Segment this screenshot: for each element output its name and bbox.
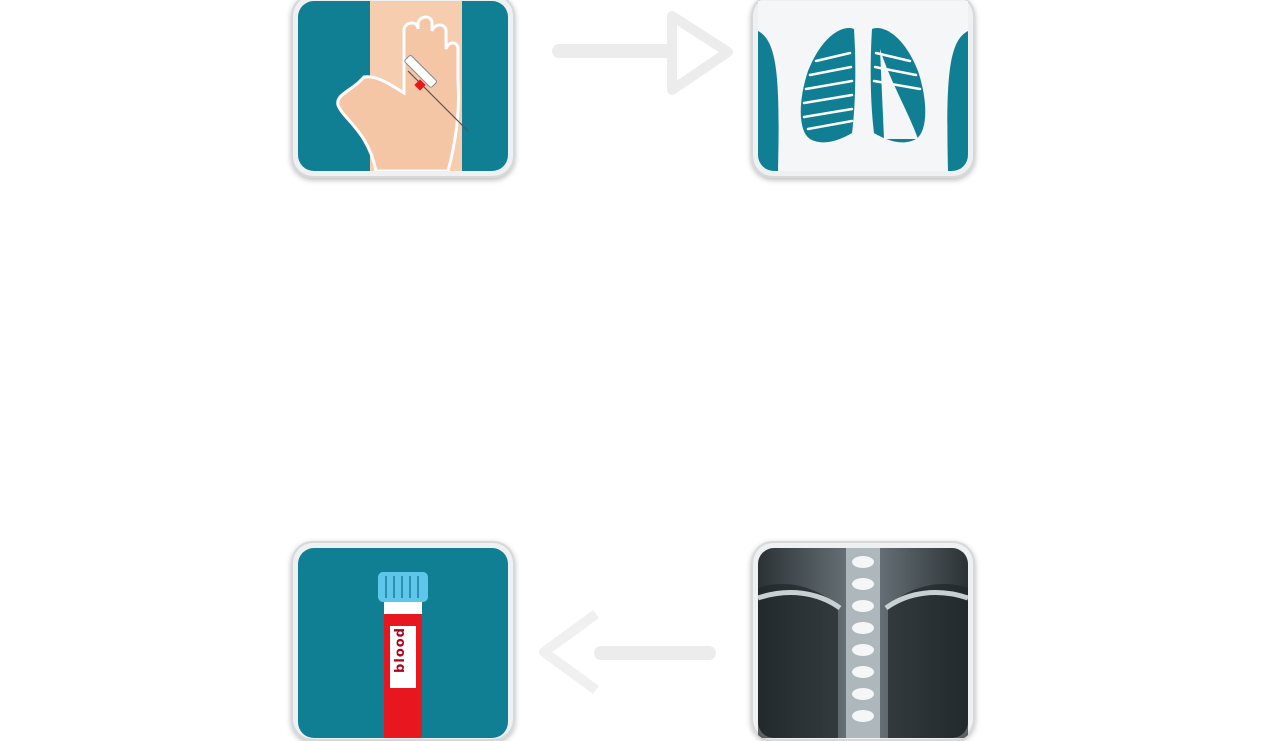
spine-xray-step-tile: [751, 541, 975, 741]
spine-xray-icon: [758, 548, 968, 738]
arrow-right-icon: [552, 11, 733, 95]
blood-tube-icon: [298, 548, 508, 738]
chest-xray-step-tile: [751, 0, 975, 178]
tube-label: blood: [393, 627, 408, 673]
arrow-left-icon: [539, 609, 716, 695]
blood-sample-step-tile: blood: [291, 541, 515, 741]
hand-injection-icon: [298, 1, 508, 171]
lungs-xray-icon: [758, 1, 968, 171]
injection-step-tile: [291, 0, 515, 178]
